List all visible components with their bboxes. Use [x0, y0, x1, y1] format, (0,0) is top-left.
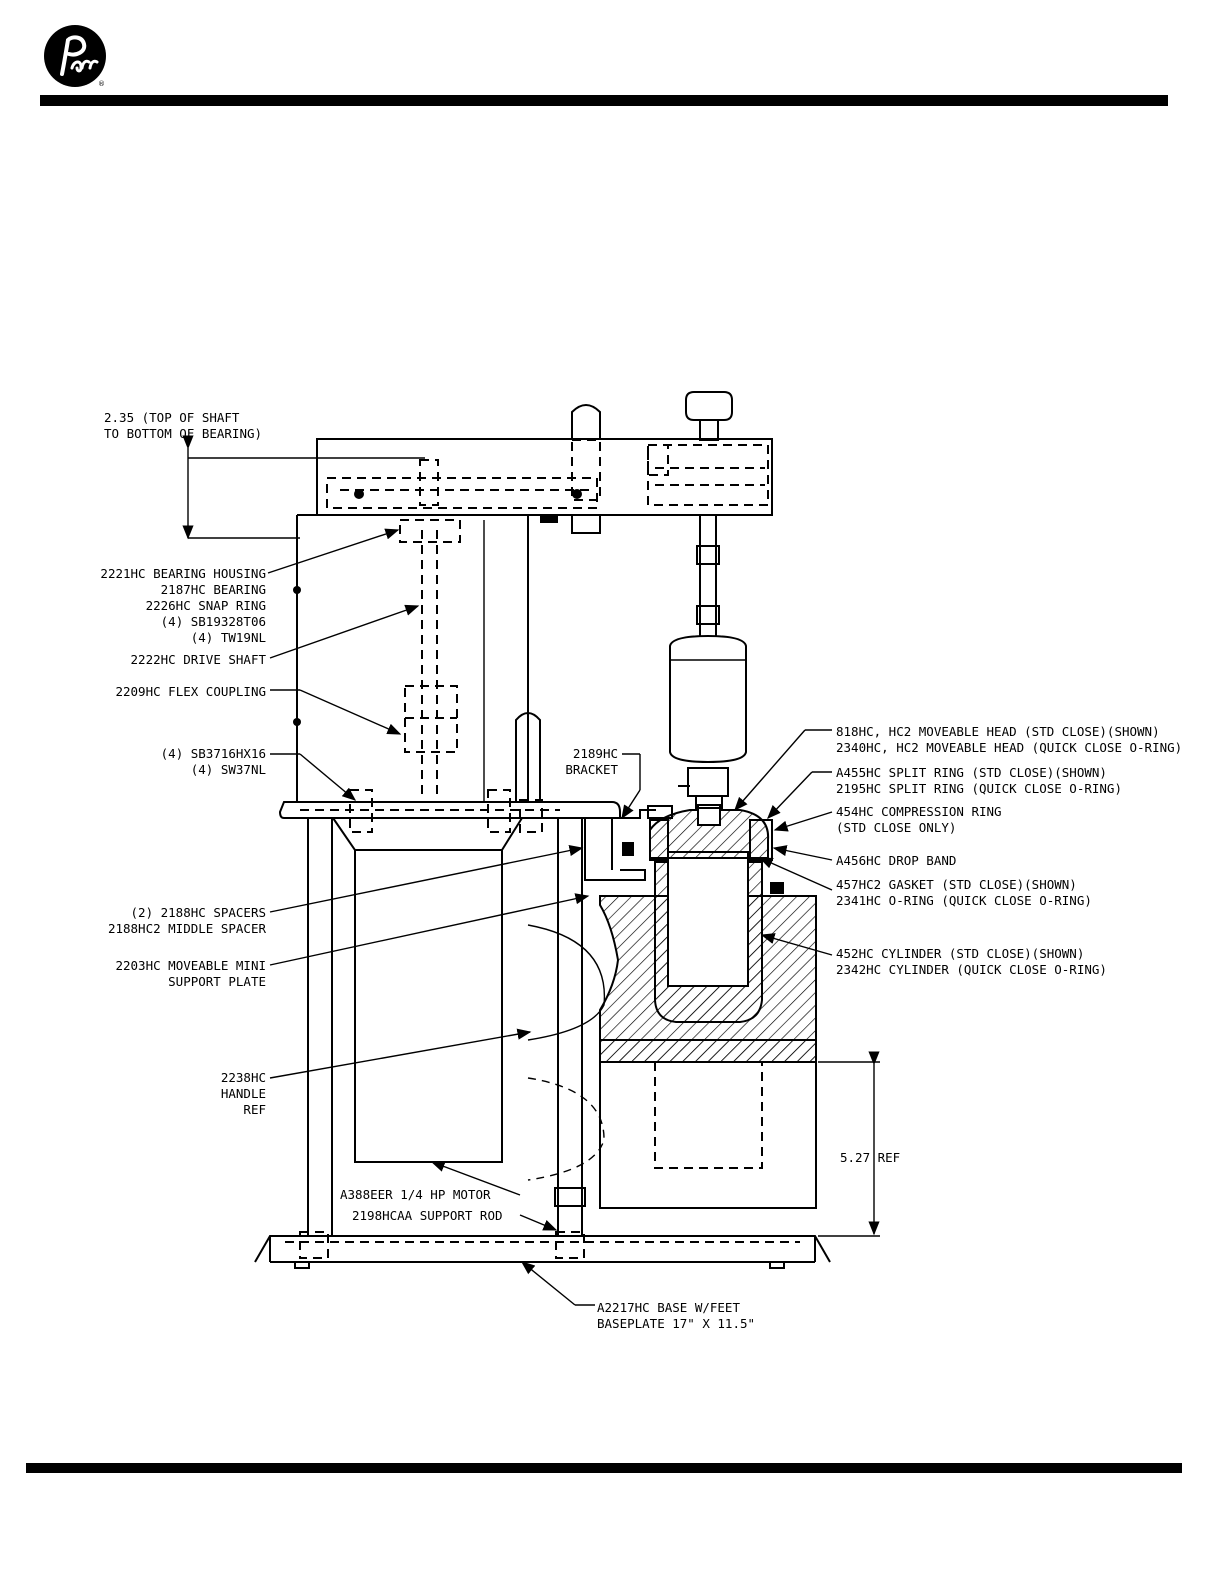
- label-sb-screw: (4) SB19328T06: [161, 614, 266, 629]
- label-handle-2: HANDLE: [221, 1086, 266, 1101]
- label-tw-washer: (4) TW19NL: [191, 630, 266, 645]
- label-head-2: 2340HC, HC2 MOVEABLE HEAD (QUICK CLOSE O…: [836, 740, 1182, 755]
- label-motor: A388EER 1/4 HP MOTOR: [340, 1187, 491, 1202]
- top-housing: [316, 391, 773, 534]
- vessel: [599, 515, 817, 1209]
- label-handle-3: REF: [243, 1102, 266, 1117]
- label-support-plate-1: 2203HC MOVEABLE MINI: [115, 958, 266, 973]
- label-base-2: BASEPLATE 17" X 11.5": [597, 1316, 755, 1331]
- footer-rule: [26, 1463, 1182, 1473]
- legs: [307, 818, 586, 1236]
- label-handle-1: 2238HC: [221, 1070, 266, 1085]
- label-bearing-housing: 2221HC BEARING HOUSING: [100, 566, 266, 581]
- label-support-plate-2: SUPPORT PLATE: [168, 974, 266, 989]
- label-spacers: (2) 2188HC SPACERS: [131, 905, 266, 920]
- label-drive-shaft: 2222HC DRIVE SHAFT: [131, 652, 267, 667]
- label-compression-ring-2: (STD CLOSE ONLY): [836, 820, 956, 835]
- label-bracket-2: BRACKET: [565, 762, 618, 777]
- label-middle-spacer: 2188HC2 MIDDLE SPACER: [108, 921, 267, 936]
- motor: [332, 817, 606, 1181]
- column-frame: [293, 514, 541, 802]
- label-support-rod: 2198HCAA SUPPORT ROD: [352, 1208, 503, 1223]
- dimension-lines: [182, 435, 880, 1237]
- label-gasket-2: 2341HC O-RING (QUICK CLOSE O-RING): [836, 893, 1092, 908]
- label-base-1: A2217HC BASE W/FEET: [597, 1300, 740, 1315]
- registered-mark: ®: [98, 80, 105, 88]
- label-cylinder-2: 2342HC CYLINDER (QUICK CLOSE O-RING): [836, 962, 1107, 977]
- label-split-ring-2: 2195HC SPLIT RING (QUICK CLOSE O-RING): [836, 781, 1122, 796]
- label-snap-ring: 2226HC SNAP RING: [146, 598, 266, 613]
- label-sb-screw-2: (4) SB3716HX16: [161, 746, 266, 761]
- leader-lines: [267, 528, 833, 1306]
- label-gasket-1: 457HC2 GASKET (STD CLOSE)(SHOWN): [836, 877, 1077, 892]
- label-bearing: 2187HC BEARING: [161, 582, 266, 597]
- label-compression-ring-1: 454HC COMPRESSION RING: [836, 804, 1002, 819]
- support-plate: [278, 789, 673, 881]
- label-cylinder-1: 452HC CYLINDER (STD CLOSE)(SHOWN): [836, 946, 1084, 961]
- label-head-1: 818HC, HC2 MOVEABLE HEAD (STD CLOSE)(SHO…: [836, 724, 1160, 739]
- base: [254, 1231, 831, 1269]
- label-split-ring-1: A455HC SPLIT RING (STD CLOSE)(SHOWN): [836, 765, 1107, 780]
- callout-labels: 2.35 (TOP OF SHAFT TO BOTTOM OF BEARING)…: [100, 410, 1182, 1331]
- dim-shaft-label-2: TO BOTTOM OF BEARING): [104, 426, 262, 441]
- header-rule: [40, 95, 1168, 106]
- dim-shaft-label-1: 2.35 (TOP OF SHAFT: [104, 410, 240, 425]
- label-bracket-1: 2189HC: [573, 746, 618, 761]
- label-drop-band: A456HC DROP BAND: [836, 853, 956, 868]
- parr-logo: ®: [44, 25, 106, 88]
- label-flex-coupling: 2209HC FLEX COUPLING: [115, 684, 266, 699]
- label-sw-washer: (4) SW37NL: [191, 762, 266, 777]
- dim-ref-label: 5.27 REF: [840, 1150, 900, 1165]
